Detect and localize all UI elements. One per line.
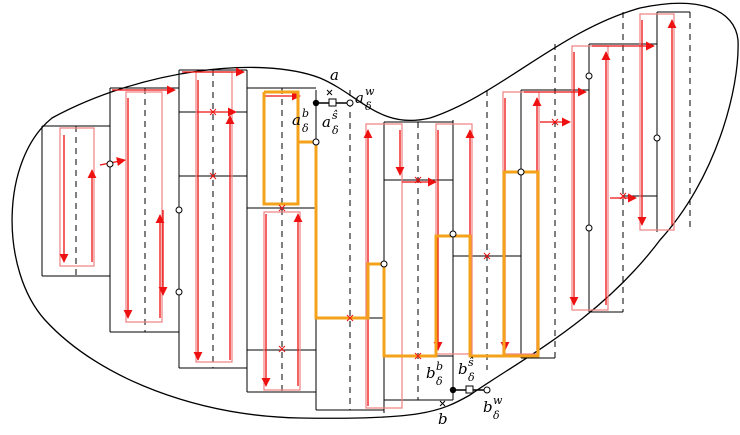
label-a-w-sup: w (365, 85, 375, 98)
label-a-w-sub: δ (365, 100, 372, 113)
cross-markers (209, 108, 627, 360)
dashed-midlines (75, 12, 691, 410)
label-a-b: a b δ (292, 107, 309, 135)
label-b-hat: b ŝ δ (458, 356, 475, 384)
label-b-base: b (438, 410, 448, 428)
domain-boundary (11, 2, 739, 419)
label-b-w: b w δ (483, 394, 503, 422)
highlight-path-2 (262, 92, 300, 206)
label-a: a (330, 66, 339, 84)
a-endpoint (312, 89, 354, 107)
label-a-w-base: a (355, 89, 364, 107)
label-b-b-sub: δ (436, 375, 443, 388)
label-a-b-sup: b (302, 107, 309, 120)
label-b-b-sup: b (436, 360, 443, 373)
b-endpoint (439, 385, 491, 407)
label-a-hat-base: a (322, 113, 331, 131)
label-b-b: b b δ (426, 360, 443, 388)
label-b-hat-base: b (458, 360, 468, 378)
label-a-b-sub: δ (302, 122, 309, 135)
label-b-w-sub: δ (493, 409, 500, 422)
cell-outlines-light (59, 13, 675, 409)
label-a-b-base: a (292, 111, 301, 129)
label-a-base: a (330, 66, 339, 84)
label-b: b (438, 410, 448, 428)
label-b-hat-sup: ŝ (468, 356, 474, 369)
label-b-w-sup: w (493, 394, 503, 407)
label-b-b-base: b (426, 364, 436, 382)
label-a-hat: a ŝ δ (322, 109, 339, 137)
label-a-hat-sub: δ (332, 124, 339, 137)
label-b-w-base: b (483, 398, 493, 416)
junction-markers (106, 72, 661, 296)
flow-arrows (59, 19, 677, 406)
label-b-hat-sub: δ (468, 371, 475, 384)
label-a-hat-sup: ŝ (332, 109, 338, 122)
label-a-w: a w δ (355, 85, 375, 113)
